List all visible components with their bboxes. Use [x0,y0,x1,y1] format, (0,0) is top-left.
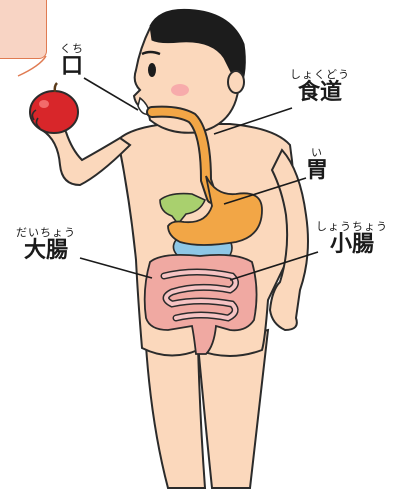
cheek [171,84,189,96]
ear [228,71,244,93]
mouth-leader [84,78,138,110]
eye [148,63,156,77]
callout-pointer [18,56,46,76]
stomach-label: い 胃 [306,146,328,183]
large-intestine-kanji: 大腸 [16,239,76,263]
large-intestine-label: だいちょう 大腸 [16,226,76,263]
small-intestine-kanji: 小腸 [316,233,388,257]
apple-icon [30,91,78,133]
mouth-label: くち 口 [60,42,84,79]
esophagus-label: しょくどう 食道 [290,68,350,105]
esophagus-kanji: 食道 [290,81,350,105]
stomach-kanji: 胃 [306,159,328,183]
small-intestine-label: しょうちょう 小腸 [316,220,388,257]
mouth-kanji: 口 [60,55,84,79]
apple-highlight [39,100,49,108]
